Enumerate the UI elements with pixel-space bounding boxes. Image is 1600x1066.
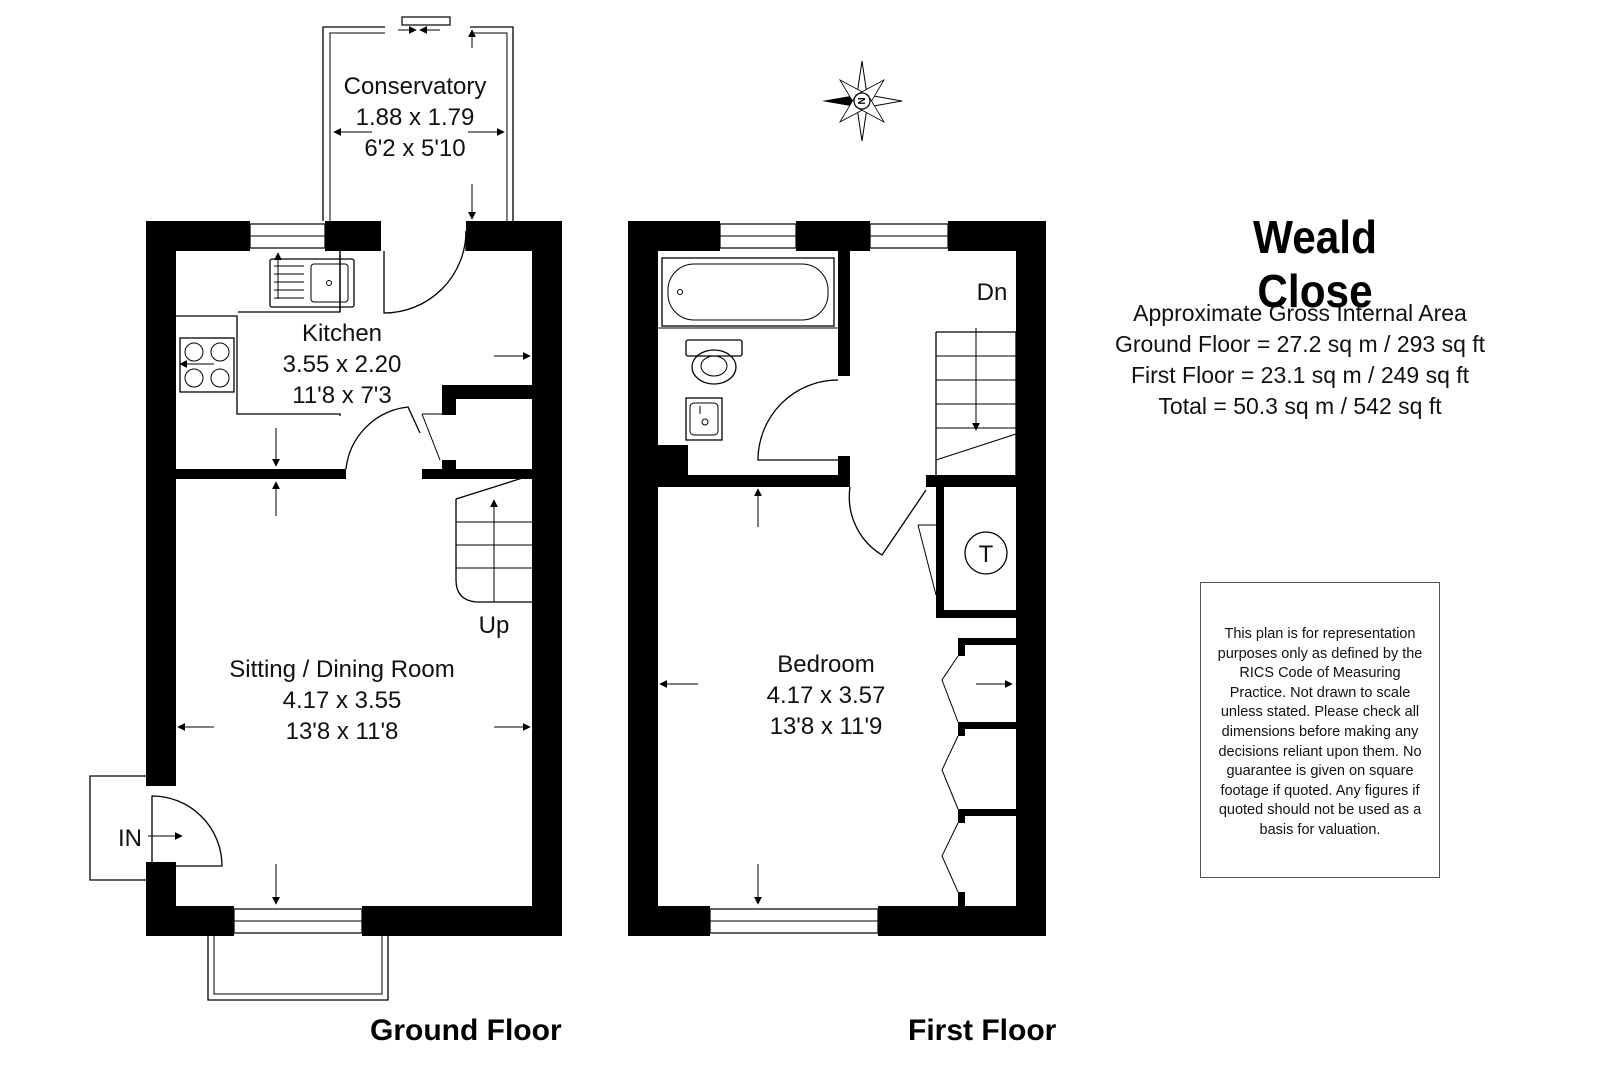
bedroom-door: [848, 486, 927, 556]
wardrobes: [941, 655, 1013, 893]
ground-floor-walls: [146, 221, 562, 936]
entrance-label: IN: [118, 825, 142, 852]
property-title: Weald Close: [1253, 211, 1377, 317]
room-metric: 4.17 x 3.57: [767, 682, 886, 709]
tank-label: T: [979, 541, 994, 568]
disclaimer-text: This plan is for representation purposes…: [1217, 626, 1423, 838]
ground-floor-title: Ground Floor: [370, 1014, 562, 1047]
stairs-down-label: Dn: [977, 279, 1008, 306]
compass-north-label: N: [855, 97, 866, 104]
sink-icon: [269, 258, 355, 308]
room-name: Kitchen: [302, 320, 382, 347]
ground-floor-plan: [89, 16, 562, 1001]
basin-icon: [685, 397, 723, 441]
area-ground-floor: Ground Floor = 27.2 sq m / 293 sq ft: [1114, 331, 1486, 357]
conservatory-label: Conservatory 1.88 x 1.79 6'2 x 5'10: [344, 73, 487, 162]
bathroom-door: [757, 379, 839, 461]
kitchen-label: Kitchen 3.55 x 2.20 11'8 x 7'3: [283, 320, 402, 409]
first-stairs: [935, 328, 1017, 475]
bath-icon: [658, 257, 838, 329]
stairs-up-label: Up: [479, 612, 510, 639]
room-metric: 1.88 x 1.79: [356, 104, 475, 131]
room-metric: 3.55 x 2.20: [283, 351, 402, 378]
room-imperial: 13'8 x 11'8: [286, 718, 399, 745]
room-name: Conservatory: [344, 73, 487, 100]
bay-outline: [207, 936, 389, 1001]
room-metric: 4.17 x 3.55: [283, 687, 402, 714]
first-floor-plan: [628, 221, 1046, 936]
kitchen-door: [345, 406, 421, 470]
area-total: Total = 50.3 sq m / 542 sq ft: [1158, 393, 1442, 419]
toilet-icon: [685, 339, 743, 385]
hob-icon: [179, 337, 235, 393]
area-heading: Approximate Gross Internal Area: [1133, 300, 1467, 326]
room-imperial: 13'8 x 11'9: [770, 713, 883, 740]
entrance-porch: [89, 775, 146, 881]
area-first-floor: First Floor = 23.1 sq m / 249 sq ft: [1130, 362, 1470, 388]
tank-icon: [964, 531, 1008, 575]
entrance-door: [151, 795, 223, 867]
kitchen-worktop: [176, 315, 341, 416]
compass-rose: N: [822, 60, 903, 142]
room-imperial: 6'2 x 5'10: [364, 135, 465, 162]
area-summary: Approximate Gross Internal Area Ground F…: [1080, 298, 1520, 422]
disclaimer-box: This plan is for representation purposes…: [1200, 582, 1440, 878]
room-name: Sitting / Dining Room: [229, 656, 454, 683]
sitting-room-label: Sitting / Dining Room 4.17 x 3.55 13'8 x…: [229, 656, 454, 745]
room-name: Bedroom: [777, 651, 874, 678]
first-floor-title: First Floor: [908, 1014, 1057, 1047]
conservatory-outline: [322, 16, 514, 221]
first-floor-walls: [628, 221, 1046, 936]
conservatory-door: [383, 230, 467, 314]
room-imperial: 11'8 x 7'3: [292, 382, 391, 409]
ground-stairs: [455, 474, 533, 603]
bedroom-label: Bedroom 4.17 x 3.57 13'8 x 11'9: [767, 651, 886, 740]
